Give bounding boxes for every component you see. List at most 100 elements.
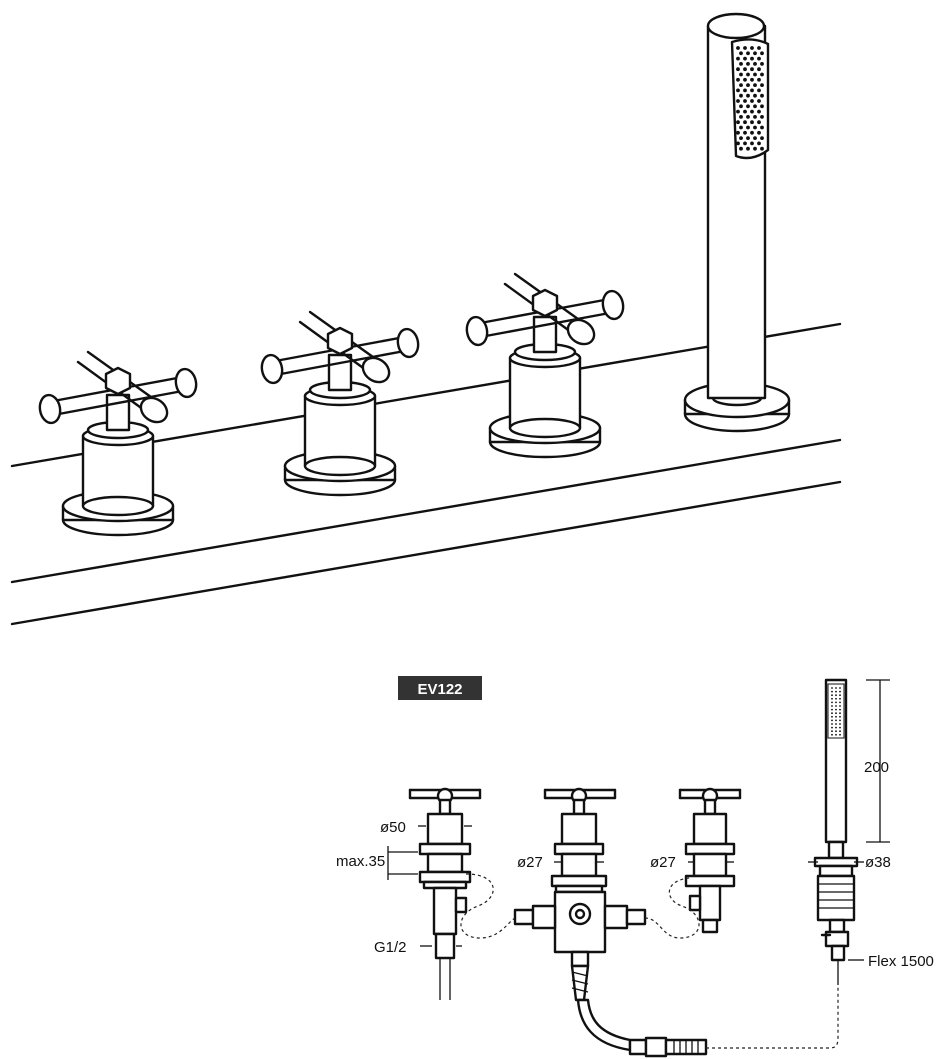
nozzle-dot xyxy=(750,141,754,146)
nozzle-dot xyxy=(839,730,841,733)
nozzle-dot xyxy=(835,697,837,700)
nozzle-dot xyxy=(760,125,764,130)
nozzle-dot xyxy=(743,120,747,125)
nozzle-dot xyxy=(746,115,750,119)
nozzle-dot xyxy=(743,130,747,135)
nozzle-dot xyxy=(743,109,747,114)
nozzle-dot xyxy=(750,99,754,103)
thread-label: G1/2 xyxy=(374,939,407,956)
right-valve-side xyxy=(678,787,742,934)
nozzle-dot xyxy=(739,146,743,151)
nozzle-dot xyxy=(746,125,750,130)
nozzle-dot xyxy=(760,115,764,119)
nozzle-dot xyxy=(835,730,837,733)
nozzle-dot xyxy=(835,719,837,722)
nozzle-dot xyxy=(831,726,833,729)
nozzle-dot xyxy=(831,708,833,711)
nozzle-dot xyxy=(750,56,754,61)
nozzle-dot xyxy=(736,56,740,61)
nozzle-dot xyxy=(753,51,757,56)
nozzle-dot xyxy=(753,93,757,98)
center-diverter-valve xyxy=(513,787,708,1058)
nozzle-dot xyxy=(750,77,754,82)
nozzle-dot xyxy=(760,62,764,66)
nozzle-dot xyxy=(743,46,747,50)
nozzle-dot xyxy=(831,712,833,715)
nozzle-dot xyxy=(831,687,833,689)
shower-base-diameter-label: ø38 xyxy=(865,854,891,871)
nozzle-dot xyxy=(835,708,837,711)
nozzle-dot xyxy=(839,726,841,729)
nozzle-dot xyxy=(835,715,837,718)
nozzle-dot xyxy=(743,77,747,82)
nozzle-dot xyxy=(835,694,837,697)
nozzle-dot xyxy=(757,67,761,72)
nozzle-dot xyxy=(750,46,754,50)
nozzle-dot xyxy=(753,136,757,141)
nozzle-dot xyxy=(839,715,841,718)
nozzle-dot xyxy=(839,690,841,693)
nozzle-dot xyxy=(739,136,743,141)
nozzle-dot xyxy=(753,83,757,87)
nozzle-dot xyxy=(743,67,747,72)
spout-diameter-left-label: ø27 xyxy=(517,854,543,871)
nozzle-dot xyxy=(831,733,833,736)
nozzle-dot xyxy=(736,77,740,82)
nozzle-dot xyxy=(839,733,841,736)
spout-diameter-right-label: ø27 xyxy=(650,854,676,871)
nozzle-dot xyxy=(750,130,754,135)
nozzle-dot xyxy=(831,697,833,700)
nozzle-dot xyxy=(753,115,757,119)
nozzle-dot xyxy=(835,705,837,707)
nozzle-dot xyxy=(739,104,743,109)
nozzle-dot xyxy=(839,697,841,700)
nozzle-dot xyxy=(835,712,837,715)
dashed-pipes xyxy=(460,873,839,1049)
shower-side-nozzles xyxy=(831,687,841,736)
nozzle-dot xyxy=(743,88,747,93)
nozzle-dot xyxy=(760,93,764,98)
nozzle-dot xyxy=(760,146,764,151)
hand-shower-side xyxy=(813,678,859,985)
nozzle-dot xyxy=(831,690,833,693)
nozzle-dot xyxy=(839,701,841,704)
nozzle-dot xyxy=(760,51,764,56)
nozzle-dot xyxy=(831,730,833,733)
dimension-labels: ø50 max.35 G1/2 ø27 ø27 ø38 200 Flex 150… xyxy=(336,759,934,970)
nozzle-dot xyxy=(753,72,757,77)
nozzle-dot xyxy=(753,62,757,66)
hand-shower-perspective xyxy=(683,12,791,433)
nozzle-dot xyxy=(839,723,841,725)
nozzle-dot xyxy=(757,46,761,50)
nozzle-dot xyxy=(736,130,740,135)
nozzle-dot xyxy=(736,109,740,114)
model-code-label: EV122 xyxy=(417,681,462,698)
nozzle-dot xyxy=(753,146,757,151)
cross-handle-valve-2 xyxy=(260,310,420,497)
nozzle-dot xyxy=(750,120,754,125)
nozzle-dot xyxy=(739,115,743,119)
nozzle-dot xyxy=(760,136,764,141)
nozzle-dot xyxy=(835,687,837,689)
nozzle-dot xyxy=(736,99,740,103)
cross-handle-valve-1 xyxy=(38,350,198,537)
nozzle-dot xyxy=(839,719,841,722)
nozzle-dot xyxy=(757,120,761,125)
nozzle-dot xyxy=(736,120,740,125)
nozzle-dot xyxy=(746,104,750,109)
nozzle-dot xyxy=(831,715,833,718)
base-diameter-label: ø50 xyxy=(380,819,406,836)
left-valve-side xyxy=(408,787,482,1000)
nozzle-dot xyxy=(835,690,837,693)
max-thickness-label: max.35 xyxy=(336,853,385,870)
nozzle-dot xyxy=(750,67,754,72)
nozzle-dot xyxy=(746,83,750,87)
nozzle-dot xyxy=(746,146,750,151)
nozzle-dot xyxy=(739,62,743,66)
nozzle-dot xyxy=(831,719,833,722)
nozzle-dot xyxy=(757,130,761,135)
dimension-lines xyxy=(387,679,890,961)
nozzle-dot xyxy=(757,88,761,93)
nozzle-dot xyxy=(753,104,757,109)
